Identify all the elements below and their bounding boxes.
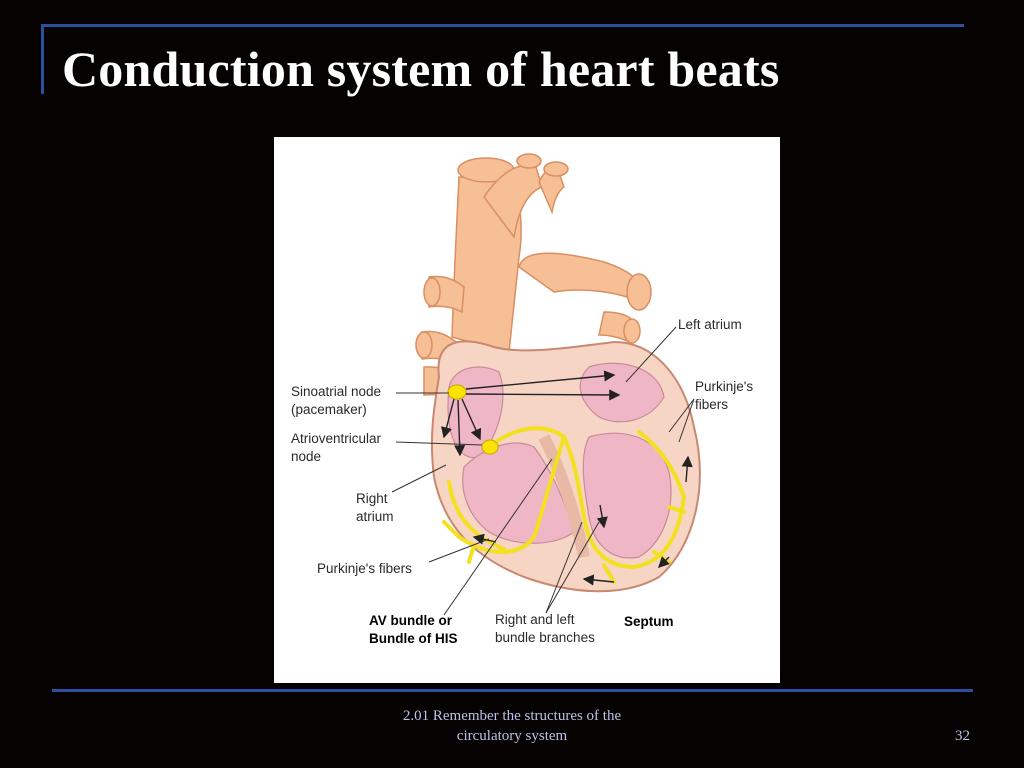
signal-arrows (441, 370, 693, 586)
footer-line-1: 2.01 Remember the structures of the (402, 708, 622, 724)
footer-rule (52, 689, 973, 692)
label-branches-1: Right and left (495, 612, 575, 627)
leader-lines (391, 326, 695, 616)
label-av-bundle-1: AV bundle or (369, 613, 453, 628)
septum (538, 434, 590, 559)
heart-conduction-diagram: Left atrium Purkinje's fibers Sinoatrial… (274, 137, 780, 683)
label-branches-2: bundle branches (495, 630, 595, 645)
sinoatrial-node (447, 384, 467, 400)
label-av-node-1: Atrioventricular (291, 431, 382, 446)
conduction-system (442, 426, 686, 584)
heart-illustration: Left atrium Purkinje's fibers Sinoatrial… (291, 153, 753, 646)
label-purkinje-left: Purkinje's fibers (317, 561, 412, 576)
label-sa-node-1: Sinoatrial node (291, 384, 381, 399)
label-purkinje-right-2: fibers (695, 397, 728, 412)
footer-line-2: circulatory system (456, 728, 568, 744)
atrioventricular-node (481, 439, 499, 455)
label-septum: Septum (624, 614, 674, 629)
title-rule (42, 24, 964, 27)
label-av-node-2: node (291, 449, 321, 464)
title-side-rule (41, 24, 44, 94)
label-av-bundle-2: Bundle of HIS (369, 631, 458, 646)
label-right-atrium-2: atrium (356, 509, 394, 524)
page-number: 32 (955, 728, 970, 744)
slide-footer: 2.01 Remember the structures of the circ… (372, 706, 652, 746)
label-sa-node-2: (pacemaker) (291, 402, 367, 417)
label-right-atrium-1: Right (356, 491, 388, 506)
slide-title: Conduction system of heart beats (62, 41, 780, 97)
label-left-atrium: Left atrium (678, 317, 742, 332)
label-purkinje-right-1: Purkinje's (695, 379, 753, 394)
